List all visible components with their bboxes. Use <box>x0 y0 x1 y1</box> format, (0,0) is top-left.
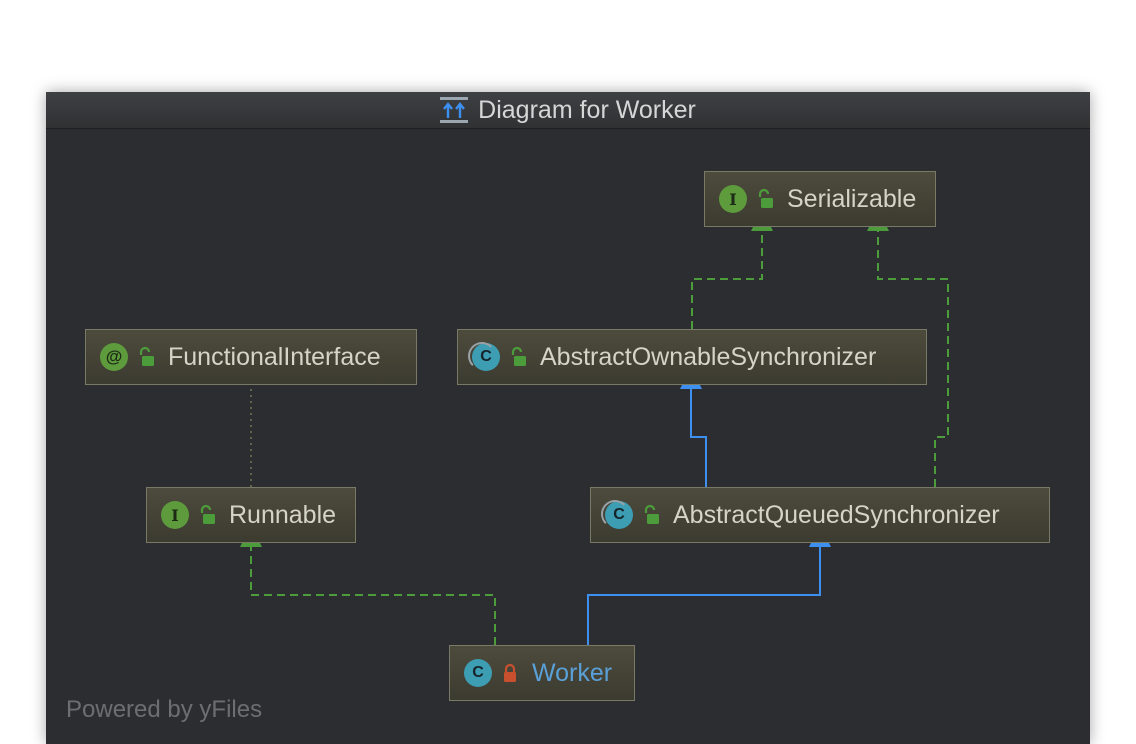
node-label: FunctionalInterface <box>168 342 381 371</box>
abstract-class-icon: C <box>601 500 633 529</box>
class-icon: C <box>464 659 492 687</box>
unlocked-icon <box>758 188 773 208</box>
interface-icon: I <box>719 185 747 213</box>
node-label: Runnable <box>229 500 337 529</box>
node-runnable[interactable]: I Runnable <box>146 487 356 543</box>
edge-extends <box>690 389 707 487</box>
unlocked-icon <box>644 504 659 524</box>
node-abstract-queued-synchronizer[interactable]: C AbstractQueuedSynchronizer <box>590 487 1050 543</box>
diagram-icon <box>440 97 469 123</box>
edge-implements <box>877 231 949 487</box>
edge-implements <box>691 231 763 329</box>
node-label: Serializable <box>787 184 917 213</box>
window-titlebar[interactable]: Diagram for Worker <box>46 92 1090 129</box>
edge-implements <box>250 547 496 645</box>
node-functional-interface[interactable]: @ FunctionalInterface <box>85 329 417 385</box>
abstract-class-icon: C <box>468 342 500 371</box>
diagram-canvas[interactable]: I Serializable @ FunctionalInterface C A… <box>46 92 1090 744</box>
locked-icon <box>504 663 516 682</box>
node-abstract-ownable-synchronizer[interactable]: C AbstractOwnableSynchronizer <box>457 329 927 385</box>
diagram-window: I Serializable @ FunctionalInterface C A… <box>46 92 1090 744</box>
edge-extends <box>587 547 821 645</box>
powered-by-text: Powered by yFiles <box>66 696 263 723</box>
window-title: Diagram for Worker <box>478 95 696 124</box>
annotation-icon: @ <box>100 343 128 371</box>
node-worker[interactable]: C Worker <box>449 645 635 701</box>
unlocked-icon <box>511 346 526 366</box>
node-label: AbstractQueuedSynchronizer <box>673 500 1000 529</box>
node-label: AbstractOwnableSynchronizer <box>540 342 877 371</box>
interface-icon: I <box>161 501 189 529</box>
unlocked-icon <box>200 504 215 524</box>
unlocked-icon <box>139 346 154 366</box>
node-label: Worker <box>532 658 613 687</box>
node-serializable[interactable]: I Serializable <box>704 171 936 227</box>
